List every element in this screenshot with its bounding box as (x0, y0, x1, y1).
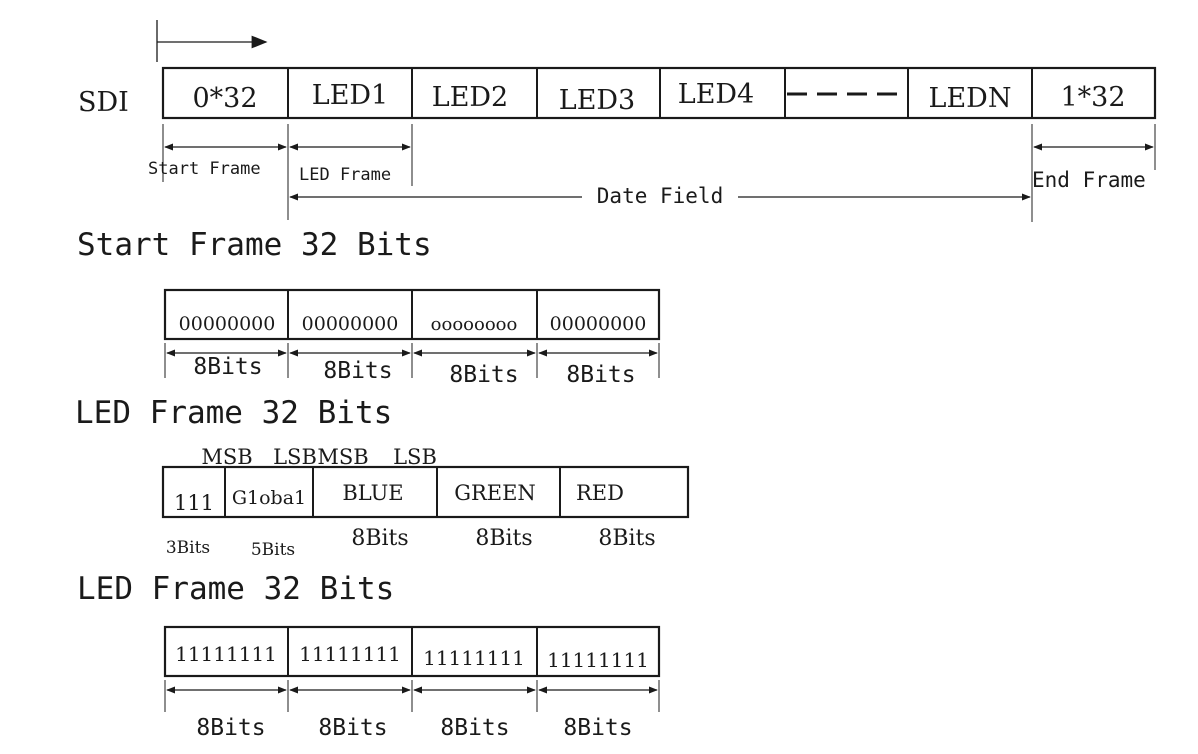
led-frame-span-label: LED Frame (299, 165, 391, 185)
blue-msb-label: MSB (317, 445, 368, 469)
sdi-cell-end: 1*32 (1060, 82, 1125, 113)
start-frame-byte-2: 00000000 (302, 313, 399, 335)
sdi-cell-led4: LED4 (678, 79, 754, 110)
end-frame-byte-2: 11111111 (299, 642, 401, 666)
blue-lsb-label: LSB (393, 445, 437, 469)
end-frame-byte-3: 11111111 (423, 646, 525, 670)
led-frame-red: RED (576, 481, 624, 505)
start-frame-dimensions (164, 343, 660, 378)
led-frame-width-red: 8Bits (598, 526, 655, 551)
direction-arrow-icon (156, 20, 268, 62)
led-frame-width-green: 8Bits (475, 526, 532, 551)
led-frame-title: LED Frame 32 Bits (75, 395, 392, 431)
end-frame-title: LED Frame 32 Bits (77, 571, 394, 607)
start-frame-row: 00000000 00000000 oooooooo 00000000 (163, 288, 661, 341)
end-frame-span-label: End Frame (1032, 168, 1146, 192)
led-frame-width-global: 5Bits (251, 540, 295, 560)
end-frame-width-3: 8Bits (440, 715, 509, 741)
start-frame-width-1: 8Bits (193, 354, 262, 380)
start-frame-byte-3: oooooooo (431, 314, 518, 335)
sdi-cell-start: 0*32 (192, 83, 257, 114)
sdi-cell-ledn: LEDN (929, 83, 1012, 114)
sdi-dimensions (162, 124, 1156, 222)
start-frame-title: Start Frame 32 Bits (77, 227, 432, 263)
led-frame-row: 111 G1oba1 BLUE GREEN RED (161, 465, 690, 519)
sdi-sequence: 0*32 LED1 LED2 LED3 LED4 LEDN 1*32 (161, 66, 1157, 120)
sdi-label: SDI (78, 87, 129, 118)
start-frame-width-3: 8Bits (449, 362, 518, 388)
end-frame-byte-4: 11111111 (547, 648, 649, 672)
start-frame-byte-1: 00000000 (179, 313, 276, 335)
led-frame-width-blue: 8Bits (351, 526, 408, 551)
end-frame-row: 11111111 11111111 11111111 11111111 (163, 625, 661, 678)
end-frame-byte-1: 11111111 (175, 642, 277, 666)
led-frame-global: G1oba1 (232, 487, 306, 509)
led-frame-width-header: 3Bits (166, 538, 210, 558)
data-field-label: Date Field (597, 184, 723, 208)
sdi-cell-led3: LED3 (559, 85, 635, 116)
sdi-cell-led1: LED1 (312, 80, 388, 111)
end-frame-width-4: 8Bits (563, 715, 632, 741)
led-frame-blue: BLUE (342, 481, 403, 505)
start-frame-span-label: Start Frame (148, 159, 261, 179)
start-frame-width-4: 8Bits (566, 362, 635, 388)
led-frame-green: GREEN (454, 481, 536, 505)
global-msb-label: MSB (201, 445, 252, 469)
led-frame-header-bits: 111 (174, 491, 214, 515)
global-lsb-label: LSB (273, 445, 317, 469)
start-frame-byte-4: 00000000 (550, 313, 647, 335)
end-frame-dimensions (164, 680, 660, 712)
end-frame-width-2: 8Bits (318, 715, 387, 741)
start-frame-width-2: 8Bits (323, 358, 392, 384)
end-frame-width-1: 8Bits (196, 715, 265, 741)
sdi-cell-led2: LED2 (432, 82, 508, 113)
